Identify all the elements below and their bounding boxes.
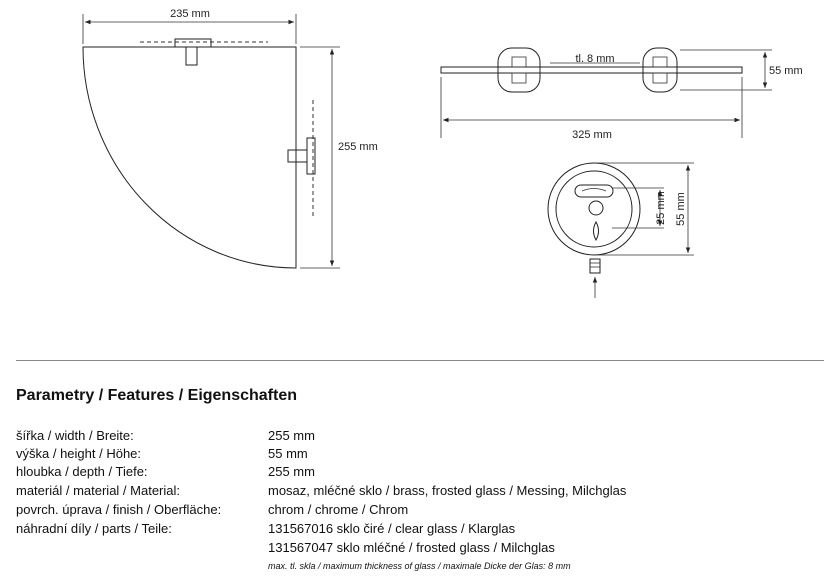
holder-inner-circle [555,170,633,248]
spec-label: šířka / width / Breite: [16,428,134,443]
spec-value: 55 mm [268,446,308,461]
front-height-label: 255 mm [338,141,378,153]
spec-value: 131567016 sklo čiré / clear glass / Klar… [268,521,516,536]
side-thickness-label: tl. 8 mm [575,53,614,65]
spec-label: materiál / material / Material: [16,483,180,498]
glass-plate [440,66,743,74]
spec-label: povrch. úprava / finish / Oberfläche: [16,502,222,517]
left-holder [497,47,541,93]
set-screw [589,258,601,274]
shelf-outline [82,46,297,269]
spec-label: hloubka / depth / Tiefe: [16,464,148,479]
detail-inner-label: 25 mm [655,191,667,225]
specs-title: Parametry / Features / Eigenschaften [16,387,297,404]
spec-value: 255 mm [268,428,315,443]
glass-slot [574,184,614,198]
spec-value: chrom / chrome / Chrom [268,502,409,517]
side-height-label: 55 mm [769,65,803,77]
right-holder [642,47,678,93]
lock-slot [593,220,599,242]
spec-value: 131567047 sklo mléčné / frosted glass / … [268,540,555,555]
top-bracket-post [185,46,198,66]
top-bracket-plate [174,38,212,48]
side-bracket-plate [306,137,316,175]
detail-outer-label: 55 mm [675,192,687,226]
screw-hole [588,200,604,216]
section-divider [16,360,824,361]
glass-thickness-note: max. tl. skla / maximum thickness of gla… [268,561,571,571]
spec-label: výška / height / Höhe: [16,446,142,461]
spec-value: mosaz, mléčné sklo / brass, frosted glas… [268,483,627,498]
side-bracket-post [287,149,308,163]
holder-detail: 25 mm 55 mm [547,162,694,298]
spec-label: náhradní díly / parts / Teile: [16,521,172,536]
side-length-label: 325 mm [572,129,612,141]
technical-drawing: 235 mm 255 mm tl. 8 mm 55 mm 325 mm [82,8,803,298]
holder-outer-circle [547,162,641,256]
spec-value: 255 mm [268,464,315,479]
front-width-label: 235 mm [170,8,210,20]
front-view: 235 mm 255 mm [82,8,378,269]
side-view: tl. 8 mm 55 mm 325 mm [440,47,803,141]
